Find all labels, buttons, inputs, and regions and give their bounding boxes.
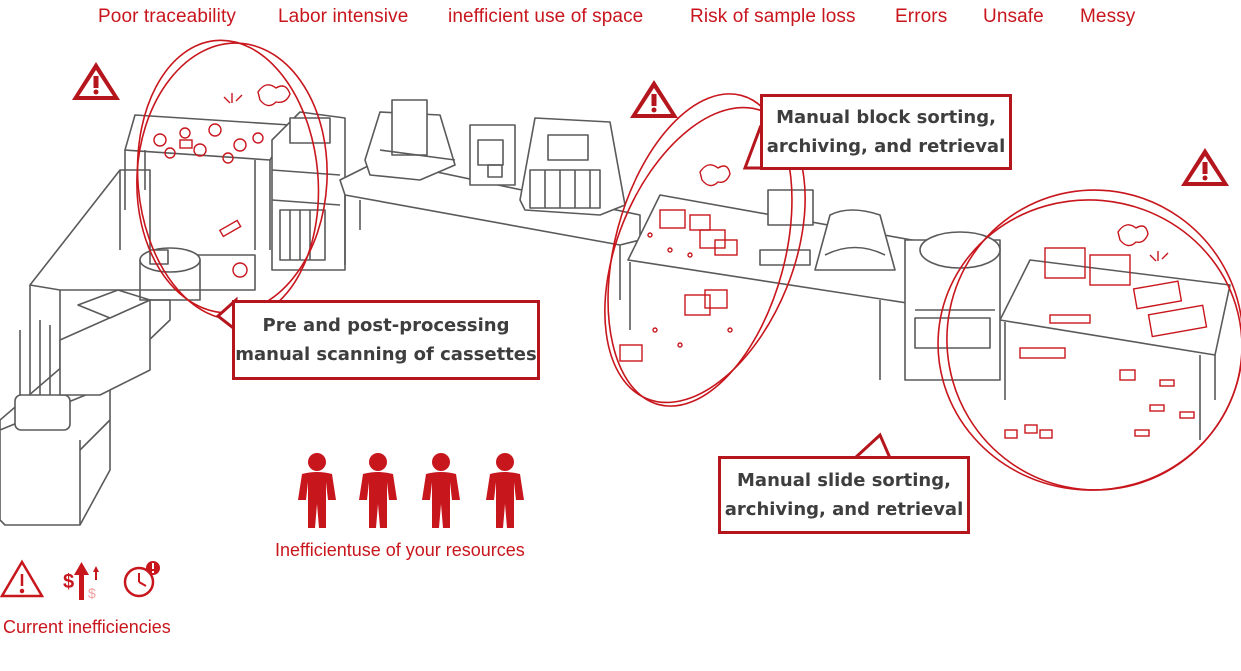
issue-tag: Poor traceability xyxy=(98,6,236,27)
slide-bench xyxy=(999,259,1231,440)
issue-tag: inefficient use of space xyxy=(448,6,644,27)
scattered-slides xyxy=(1004,247,1208,439)
cost-up-icon: $ $ xyxy=(63,562,99,601)
callout-cassette-scanning: Pre and post-processing manual scanning … xyxy=(232,300,540,380)
callout-line: archiving, and retrieval xyxy=(724,499,964,520)
warning-icon xyxy=(1181,148,1229,186)
callout-slide-sorting: Manual slide sorting, archiving, and ret… xyxy=(718,456,970,534)
callout-line: archiving, and retrieval xyxy=(766,136,1006,157)
warning-icon xyxy=(630,80,678,118)
issue-tag: Risk of sample loss xyxy=(690,6,856,27)
issue-tag: Errors xyxy=(895,6,948,27)
slide-scanner xyxy=(814,209,896,271)
problem-circles xyxy=(136,39,1241,491)
person-icon xyxy=(422,453,460,528)
callout-line: manual scanning of cassettes xyxy=(235,344,537,365)
left-workbench xyxy=(0,169,256,526)
stress-marks xyxy=(223,84,1169,262)
scattered-blocks xyxy=(619,209,738,362)
person-icon xyxy=(359,453,397,528)
issue-tag: Messy xyxy=(1080,6,1136,27)
label-printer xyxy=(271,111,346,271)
svg-text:$: $ xyxy=(88,585,96,601)
issue-tag: Unsafe xyxy=(983,6,1044,27)
callout-line: Manual block sorting, xyxy=(776,107,996,128)
clock-alert-icon xyxy=(123,561,160,598)
issue-tag: Labor intensive xyxy=(278,6,409,27)
callout-line: Manual slide sorting, xyxy=(737,470,951,491)
microtome xyxy=(519,117,626,216)
person-icon xyxy=(486,453,524,528)
person-icon xyxy=(298,453,336,528)
coverslipper xyxy=(904,231,1001,381)
people-group xyxy=(298,453,524,528)
tissue-processor xyxy=(364,99,456,181)
callout-line: Pre and post-processing xyxy=(262,315,510,336)
legend-label: Current inefficiencies xyxy=(3,617,171,637)
scattered-cassettes xyxy=(153,123,264,278)
issue-tags: Poor traceability Labor intensive ineffi… xyxy=(0,6,1241,30)
callout-block-sorting: Manual block sorting, archiving, and ret… xyxy=(760,94,1012,170)
resources-label: Inefficientuse of your resources xyxy=(275,540,525,560)
embedding-station xyxy=(469,124,516,186)
scattered-samples xyxy=(153,123,1208,439)
warning-icon xyxy=(72,62,120,100)
svg-text:$: $ xyxy=(63,571,74,593)
warning-icon xyxy=(0,559,45,598)
